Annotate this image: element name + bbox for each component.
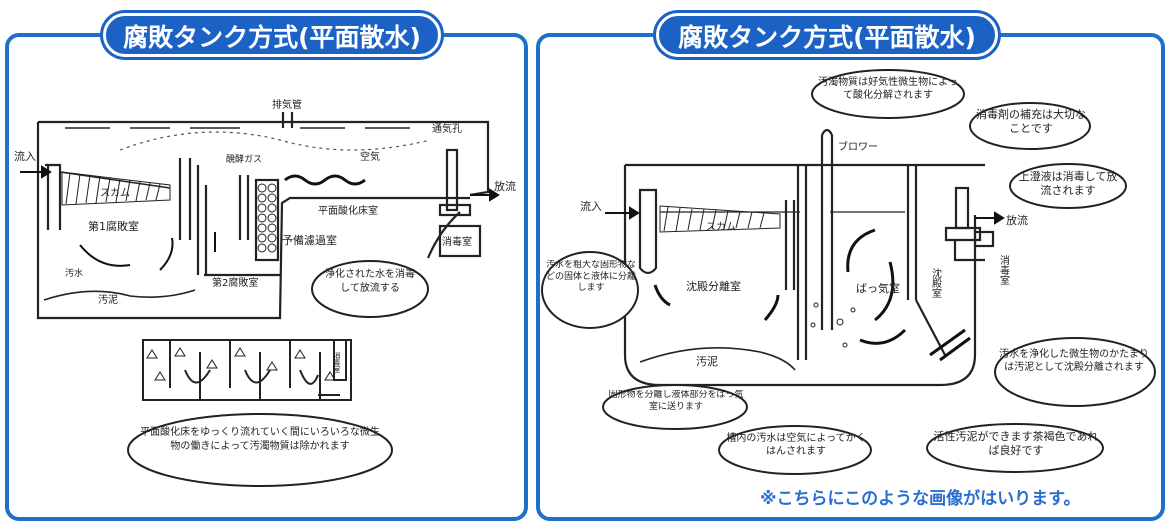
- left-outflow-label: 放流: [494, 179, 516, 193]
- detail-disinfect-label: 消毒室: [333, 351, 341, 373]
- sedimentation-label: 沈殿分離室: [686, 279, 741, 293]
- gas-label: 醗酵ガス: [226, 153, 262, 165]
- air-label: 空気: [360, 150, 380, 163]
- callout-stirred: 槽内の汚水は空気によってかくはんされます: [726, 433, 865, 457]
- right-title: 腐敗タンク方式(平面散水): [656, 13, 998, 57]
- vent-hole-label: 通気孔: [432, 122, 462, 135]
- first-decay-label: 第1腐敗室: [88, 219, 139, 233]
- settling-label: 沈殿室: [930, 267, 942, 298]
- left-inflow-label: 流入: [14, 149, 36, 163]
- right-disinfect-label: 消毒室: [998, 254, 1010, 285]
- callout-disinfect-release: 浄化された水を消毒して放流する: [325, 269, 415, 294]
- pre-filter-label: 予備濾過室: [282, 233, 337, 247]
- left-title: 腐敗タンク方式(平面散水): [103, 13, 441, 57]
- sewage-label: 汚水: [65, 267, 83, 279]
- left-sludge-label: 汚泥: [98, 293, 118, 306]
- callout-oxidation-bed: 平面酸化床をゆっくり流れていく間にいろいろな微生物の働きによって汚濁物質は除かれ…: [140, 427, 380, 452]
- callout-activated-sludge: 活性汚泥ができます茶褐色であれば良好です: [934, 430, 1099, 457]
- callout-supernatant: 上澄液は消毒して放流されます: [1019, 170, 1118, 197]
- callout-disinfectant: 消毒剤の補充は大切なことです: [976, 108, 1086, 135]
- callout-pollutant: 汚濁物質は好気性微生物によって酸化分解されます: [818, 77, 958, 101]
- callout-separate-solids: 汚水を粗大な固形物などの固体と液体に分離します: [546, 260, 636, 293]
- left-scum-label: スカム: [100, 187, 130, 199]
- vent-pipe-label: 排気管: [272, 98, 302, 111]
- plane-oxidation-label: 平面酸化床室: [318, 204, 378, 217]
- callout-settle-sludge: 汚水を浄化した微生物のかたまりは汚泥として沈殿分離されます: [999, 349, 1149, 373]
- blower-label: ブロワー: [838, 140, 878, 153]
- right-scum-label: スカム: [706, 221, 736, 233]
- right-outflow-label: 放流: [1006, 213, 1028, 227]
- footnote: ※こちらにこのような画像がはいります。: [760, 489, 1081, 509]
- callout-solid-liquid: 固形物を分離し液体部分をばっ気室に送ります: [608, 390, 743, 412]
- left-disinfect-label: 消毒室: [442, 235, 472, 248]
- aeration-label: ばっ気室: [856, 281, 900, 295]
- second-decay-label: 第2腐敗室: [212, 276, 258, 289]
- right-inflow-label: 流入: [580, 199, 602, 213]
- right-sludge-label: 汚泥: [696, 355, 718, 368]
